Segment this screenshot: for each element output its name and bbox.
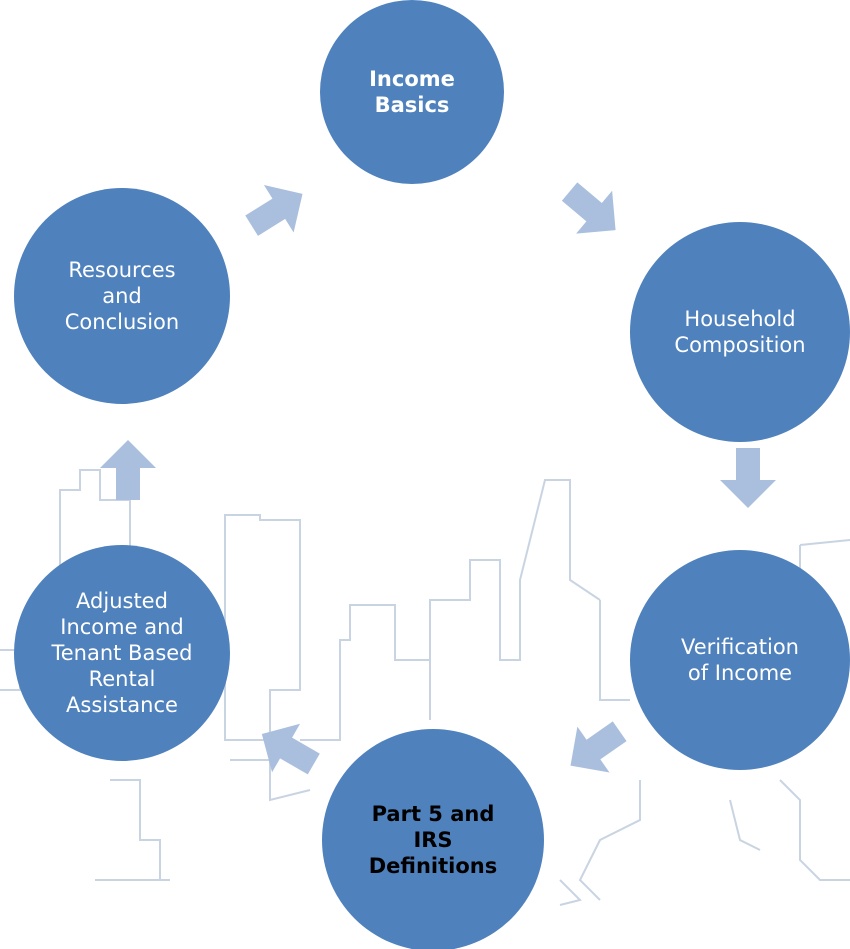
node-label-resources-conclusion: Resources and Conclusion (64, 258, 180, 334)
node-household-composition: Household Composition (630, 222, 850, 442)
arrow-resources-to-income-basics (245, 185, 303, 236)
node-part5-irs-definitions: Part 5 and IRS Definitions (322, 729, 544, 949)
node-verification-of-income: Verification of Income (630, 550, 850, 770)
node-label-part5-irs-definitions: Part 5 and IRS Definitions (368, 802, 498, 878)
arrow-household-to-verification (720, 448, 776, 508)
arrow-verification-to-part5 (570, 721, 627, 773)
node-label-income-basics: Income Basics (369, 67, 455, 117)
node-resources-conclusion: Resources and Conclusion (14, 188, 230, 404)
node-label-adjusted-income: Adjusted Income and Tenant Based Rental … (51, 589, 193, 717)
node-label-household-composition: Household Composition (674, 307, 806, 357)
node-income-basics: Income Basics (320, 0, 504, 184)
arrow-adjusted-to-resources (100, 440, 156, 500)
arrow-part5-to-adjusted (261, 723, 320, 775)
node-adjusted-income: Adjusted Income and Tenant Based Rental … (14, 545, 230, 761)
arrow-income-basics-to-household (561, 182, 616, 234)
node-label-verification-of-income: Verification of Income (681, 635, 799, 685)
